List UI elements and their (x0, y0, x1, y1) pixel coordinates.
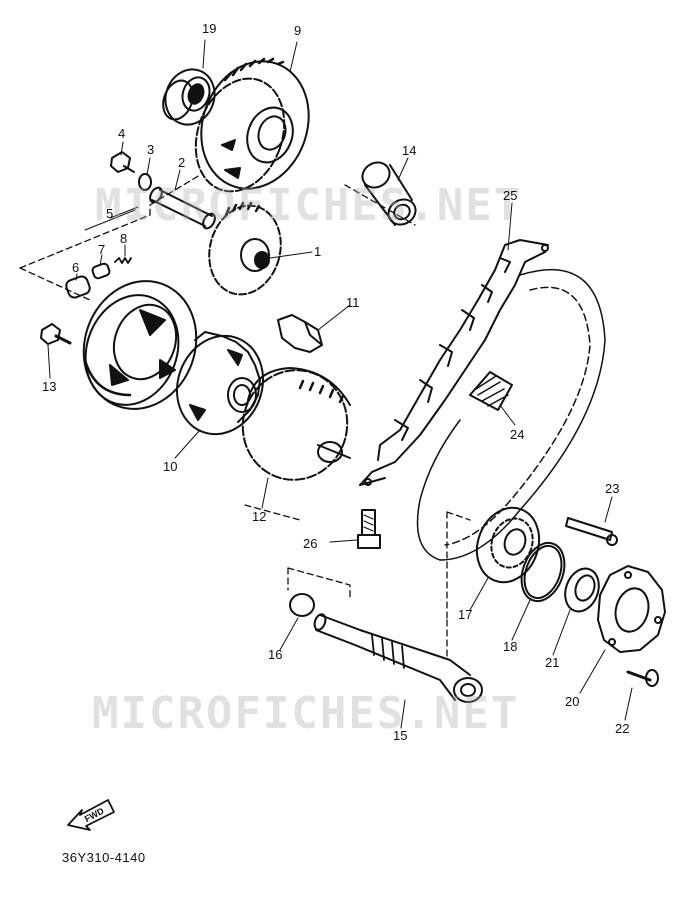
gear-assembly-1 (208, 201, 282, 296)
assembly-dashed-lines (19, 174, 471, 661)
part-label-20: 20 (565, 694, 580, 709)
part-label-22: 22 (615, 721, 630, 736)
spring-8 (114, 257, 132, 264)
bolt-26 (357, 509, 381, 549)
part-label-24: 24 (510, 427, 525, 442)
part-label-21: 21 (545, 655, 560, 670)
part-label-5: 5 (106, 206, 114, 221)
forward-arrow-icon: FWD (67, 799, 115, 831)
roller-6 (65, 275, 91, 299)
chain-guide-25 (359, 239, 549, 486)
part-label-7: 7 (98, 242, 106, 257)
part-label-2: 2 (178, 155, 186, 170)
clutch-housing (82, 280, 198, 410)
part-label-19: 19 (202, 21, 217, 36)
diagram-code: 36Y310-4140 (62, 850, 146, 865)
watermark-top: MICROFICHES.NET (95, 180, 523, 231)
part-label-6: 6 (72, 260, 80, 275)
bushing-16 (289, 593, 315, 617)
bearing-17 (475, 506, 541, 584)
part-label-25: 25 (503, 188, 518, 203)
spring-cap-7 (91, 262, 111, 280)
o-ring-18 (520, 541, 566, 603)
damper-24 (469, 371, 513, 411)
cam-chain (416, 268, 606, 561)
screw-22 (626, 669, 659, 687)
washer-3 (138, 173, 152, 191)
retainer-20 (597, 565, 666, 653)
clutch-outer-12 (241, 367, 351, 481)
part-label-26: 26 (303, 536, 318, 551)
part-label-1: 1 (314, 244, 322, 259)
starter-gear-9 (194, 57, 310, 193)
one-way-clutch-10 (175, 331, 265, 436)
part-label-9: 9 (294, 23, 302, 38)
part-label-13: 13 (42, 379, 57, 394)
collar-14 (361, 161, 417, 226)
pin-23 (565, 517, 618, 546)
block-11 (277, 314, 323, 353)
oil-seal-21 (564, 567, 600, 613)
part-label-10: 10 (163, 459, 178, 474)
part-label-18: 18 (503, 639, 518, 654)
watermark-bottom: MICROFICHES.NET (92, 688, 520, 739)
pin-2 (149, 186, 216, 230)
part-label-4: 4 (118, 126, 126, 141)
shaft-15 (313, 613, 483, 703)
part-label-17: 17 (458, 607, 473, 622)
part-label-15: 15 (393, 728, 408, 743)
part-label-8: 8 (120, 231, 128, 246)
part-label-23: 23 (605, 481, 620, 496)
bearing-19 (162, 68, 216, 126)
leader-lines (47, 39, 633, 729)
bolt-13 (40, 323, 72, 345)
part-label-14: 14 (402, 143, 417, 158)
part-label-3: 3 (147, 142, 155, 157)
part-label-11: 11 (346, 295, 360, 310)
part-label-12: 12 (252, 509, 267, 524)
part-label-16: 16 (268, 647, 283, 662)
bolt-4 (110, 151, 135, 173)
